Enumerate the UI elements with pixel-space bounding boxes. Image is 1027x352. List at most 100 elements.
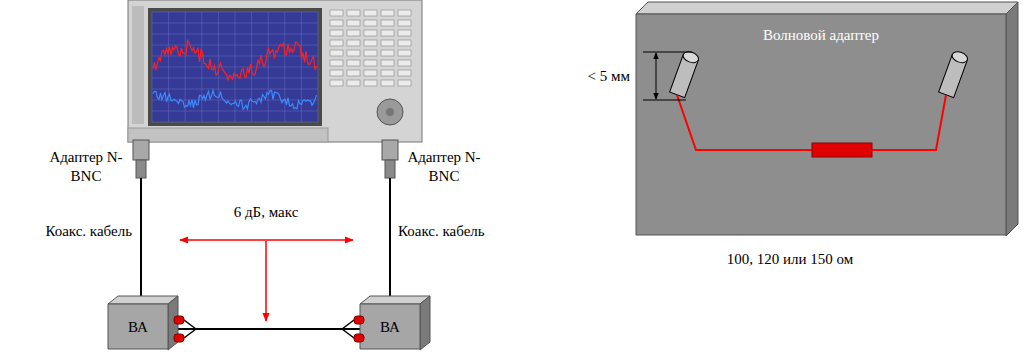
front-panel-keys <box>347 60 360 66</box>
front-panel-keys <box>330 10 411 86</box>
front-panel-keys <box>381 60 394 66</box>
front-panel-keys <box>330 80 343 86</box>
impedance-note: 100, 120 или 150 ом <box>727 250 854 269</box>
front-panel-keys <box>381 10 394 16</box>
loss-note: 6 дБ, макс <box>234 203 299 222</box>
screen-grid <box>152 67 318 68</box>
box-label: ВА <box>380 304 400 350</box>
front-panel-keys <box>364 70 377 76</box>
connector-plug <box>174 334 184 342</box>
front-panel-keys <box>381 80 394 86</box>
network-analyzer <box>377 99 403 125</box>
front-panel-keys <box>398 10 411 16</box>
front-panel-keys <box>398 70 411 76</box>
network-analyzer <box>148 8 322 126</box>
adapter-label: Адаптер N-BNC <box>404 148 484 186</box>
coax-socket <box>939 50 969 98</box>
box-front-face <box>636 14 1006 235</box>
network-analyzer <box>386 108 394 116</box>
front-panel-keys <box>347 20 360 26</box>
front-panel-keys <box>330 30 343 36</box>
attenuation-arrow <box>180 240 353 321</box>
front-panel-keys <box>381 30 394 36</box>
n-bnc-adapter <box>133 140 149 160</box>
screen-grid <box>152 56 318 57</box>
front-panel-keys <box>347 40 360 46</box>
front-panel-keys <box>398 40 411 46</box>
balun-box: ВА <box>108 296 178 350</box>
box-front-face <box>108 304 168 349</box>
front-panel-keys <box>364 10 377 16</box>
n-bnc-adapter <box>382 140 398 160</box>
front-panel-keys <box>330 20 343 26</box>
front-panel-keys <box>330 60 343 66</box>
front-panel-keys <box>364 80 377 86</box>
screen-trace <box>153 41 317 80</box>
balun-box: ВА <box>360 296 430 350</box>
network-analyzer <box>128 0 422 142</box>
front-panel-keys <box>330 70 343 76</box>
front-panel-keys <box>364 50 377 56</box>
front-panel-keys <box>398 80 411 86</box>
connector-plug <box>174 316 184 324</box>
screen-grid <box>152 100 318 101</box>
twisted-pair-line <box>178 328 360 330</box>
front-panel-keys <box>347 70 360 76</box>
n-bnc-adapter <box>136 160 146 178</box>
box-heading: Волновой адаптер <box>763 26 879 45</box>
connector-plug <box>354 316 364 324</box>
network-analyzer <box>152 12 318 122</box>
coax-socket <box>951 50 969 65</box>
cable-label: Коакс. кабель <box>45 222 132 241</box>
front-panel-keys <box>330 40 343 46</box>
front-panel-keys <box>381 40 394 46</box>
front-panel-keys <box>381 70 394 76</box>
box-top-face <box>108 296 178 304</box>
box-top-face <box>636 2 1018 14</box>
screen-grid <box>152 89 318 90</box>
resistor-symbol <box>812 143 872 157</box>
screen-grid <box>152 111 318 112</box>
internal-wire <box>677 95 946 150</box>
front-panel-keys <box>364 40 377 46</box>
coax-socket <box>670 50 700 98</box>
front-panel-keys <box>364 30 377 36</box>
screen-grid <box>152 23 318 24</box>
cable-label: Коакс. кабель <box>398 222 485 241</box>
front-panel-keys <box>347 30 360 36</box>
connector-plug <box>354 334 364 342</box>
box-top-face <box>360 296 430 304</box>
front-panel-keys <box>364 20 377 26</box>
front-panel-keys <box>347 10 360 16</box>
network-analyzer <box>128 128 328 142</box>
front-panel-keys <box>381 50 394 56</box>
front-panel-keys <box>381 20 394 26</box>
coax-cable <box>140 178 142 301</box>
adapter-label: Адаптер N-BNC <box>46 148 126 186</box>
screen-grid <box>152 78 318 79</box>
screen-grid <box>152 12 318 122</box>
screen-trace <box>153 90 317 109</box>
front-panel-keys <box>398 50 411 56</box>
box-side-face <box>420 296 430 350</box>
front-panel-keys <box>364 60 377 66</box>
box-side-face <box>1006 2 1018 236</box>
attenuation-arrow <box>265 241 267 321</box>
network-analyzer <box>128 0 422 142</box>
screen-grid <box>152 34 318 35</box>
front-panel-keys <box>330 10 343 16</box>
front-panel-keys <box>398 20 411 26</box>
front-panel-keys <box>398 30 411 36</box>
front-panel-keys <box>398 60 411 66</box>
dimension-arrow <box>656 53 657 99</box>
network-analyzer <box>132 6 144 124</box>
dimension-tick <box>643 52 692 100</box>
screen-trace <box>153 41 317 110</box>
front-panel-keys <box>347 80 360 86</box>
coax-cable <box>389 178 391 301</box>
screen-grid <box>152 122 318 123</box>
front-panel-keys <box>347 50 360 56</box>
screen-grid <box>152 45 318 46</box>
box-front-face <box>360 304 420 349</box>
